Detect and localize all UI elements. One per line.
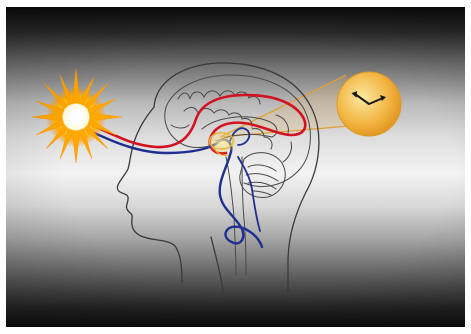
diagram-stage: [6, 7, 465, 327]
hypothalamus-nucleus: [206, 132, 238, 156]
sun: [32, 69, 122, 163]
clock-icon: [337, 72, 401, 136]
diagram-svg: [6, 7, 465, 327]
